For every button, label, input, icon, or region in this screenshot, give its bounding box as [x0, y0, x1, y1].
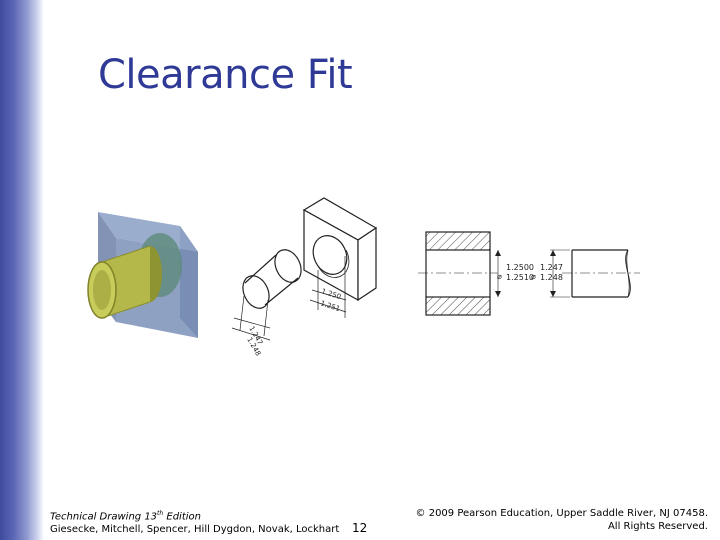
book-authors: Giesecke, Mitchell, Spencer, Hill Dygdon…	[50, 524, 340, 536]
shaft-dim-arrow-bottom	[550, 291, 556, 297]
diameter-symbol-hole: ⌀	[497, 272, 502, 281]
shaft-tolerance-upper: 1.247	[540, 263, 563, 272]
slide-number: 12	[352, 521, 368, 535]
diameter-symbol-shaft: ⌀	[531, 272, 536, 281]
footer-citation: Technical Drawing 13th Edition Giesecke,…	[50, 507, 339, 536]
shaded-3d-model	[87, 212, 198, 338]
rights-line: All Rights Reserved.	[607, 521, 708, 532]
shaft-tolerance-lower: 1.248	[540, 273, 563, 282]
hole-tolerance-upper: 1.2500	[506, 263, 534, 272]
slide-title: Clearance Fit	[98, 52, 353, 98]
left-decorative-bar	[0, 0, 44, 540]
shaft-view	[550, 249, 640, 298]
book-title: Technical Drawing 13th Edition	[50, 510, 201, 523]
cylinder-line-drawing	[231, 249, 302, 341]
footer-copyright: © 2009 Pearson Education, Upper Saddle R…	[416, 507, 708, 533]
copyright-line: © 2009 Pearson Education, Upper Saddle R…	[415, 508, 708, 519]
block-line-drawing	[302, 197, 378, 318]
shaft-dim-arrow-top	[550, 250, 556, 256]
hole-tolerance-lower: 1.2510	[506, 273, 534, 282]
edition-superscript: th	[157, 510, 164, 517]
clearance-fit-figure: 1.247 1.248 1.250 1.251 ⌀ 1.2500 1.2510	[87, 197, 640, 357]
hole-section-view	[418, 231, 501, 316]
block-dim-label-2: 1.251	[319, 299, 341, 313]
